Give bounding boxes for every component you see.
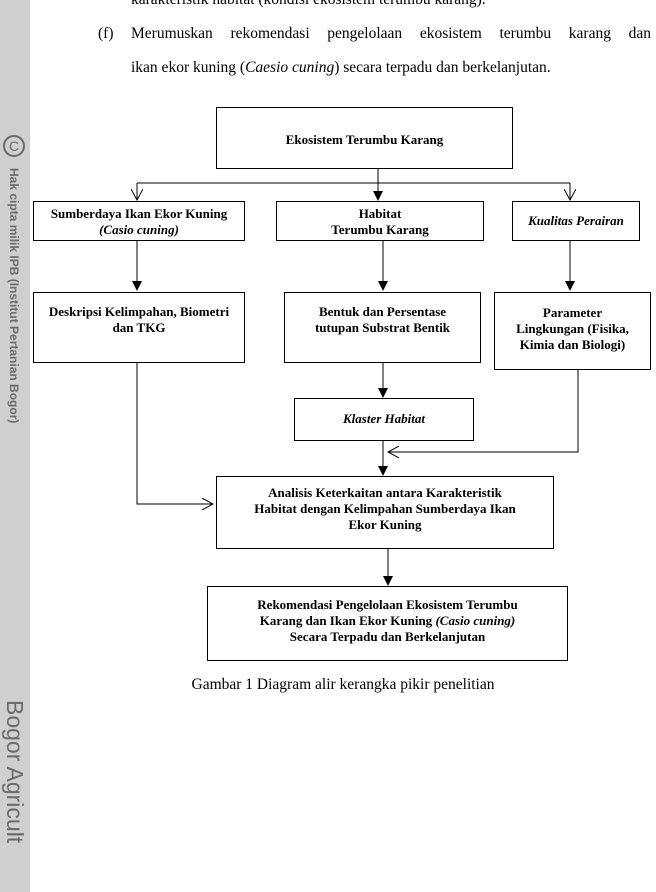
box-environmental-parameters: Parameter Lingkungan (Fisika, Kimia dan …: [494, 292, 651, 370]
text-line-1: Merumuskan rekomendasi pengelolaan ekosi…: [131, 25, 651, 42]
box-abundance-description: Deskripsi Kelimpahan, Biometri dan TKG: [33, 292, 245, 363]
box-habitat: Habitat Terumbu Karang: [276, 201, 484, 241]
watermark-text-copyright: Hak cipta milik IPB (Institut Pertanian …: [7, 168, 21, 424]
box-fish-resource: Sumberdaya Ikan Ekor Kuning (Casio cunin…: [33, 201, 245, 241]
box-relationship-analysis: Analisis Keterkaitan antara Karakteristi…: [216, 476, 554, 549]
box-management-recommendation: Rekomendasi Pengelolaan Ekosistem Terumb…: [207, 586, 568, 661]
text-line-top: karakteristik habitat (kondisi ekosistem…: [131, 0, 651, 18]
species-name: Caesio cuning: [245, 59, 335, 76]
watermark-text-institution: Bogor Agricult: [2, 700, 28, 844]
list-marker: (f): [98, 25, 114, 42]
figure-caption: Gambar 1 Diagram alir kerangka pikir pen…: [191, 676, 495, 693]
box-coral-reef-ecosystem: Ekosistem Terumbu Karang: [216, 107, 513, 169]
box-water-quality: Kualitas Perairan: [512, 201, 640, 241]
box-habitat-cluster: Klaster Habitat: [294, 398, 474, 441]
text-line-2: ikan ekor kuning (Caesio cuning) secara …: [131, 59, 551, 76]
box-substrate-cover: Bentuk dan Persentase tutupan Substrat B…: [284, 292, 481, 363]
copyright-icon: C: [3, 135, 25, 157]
